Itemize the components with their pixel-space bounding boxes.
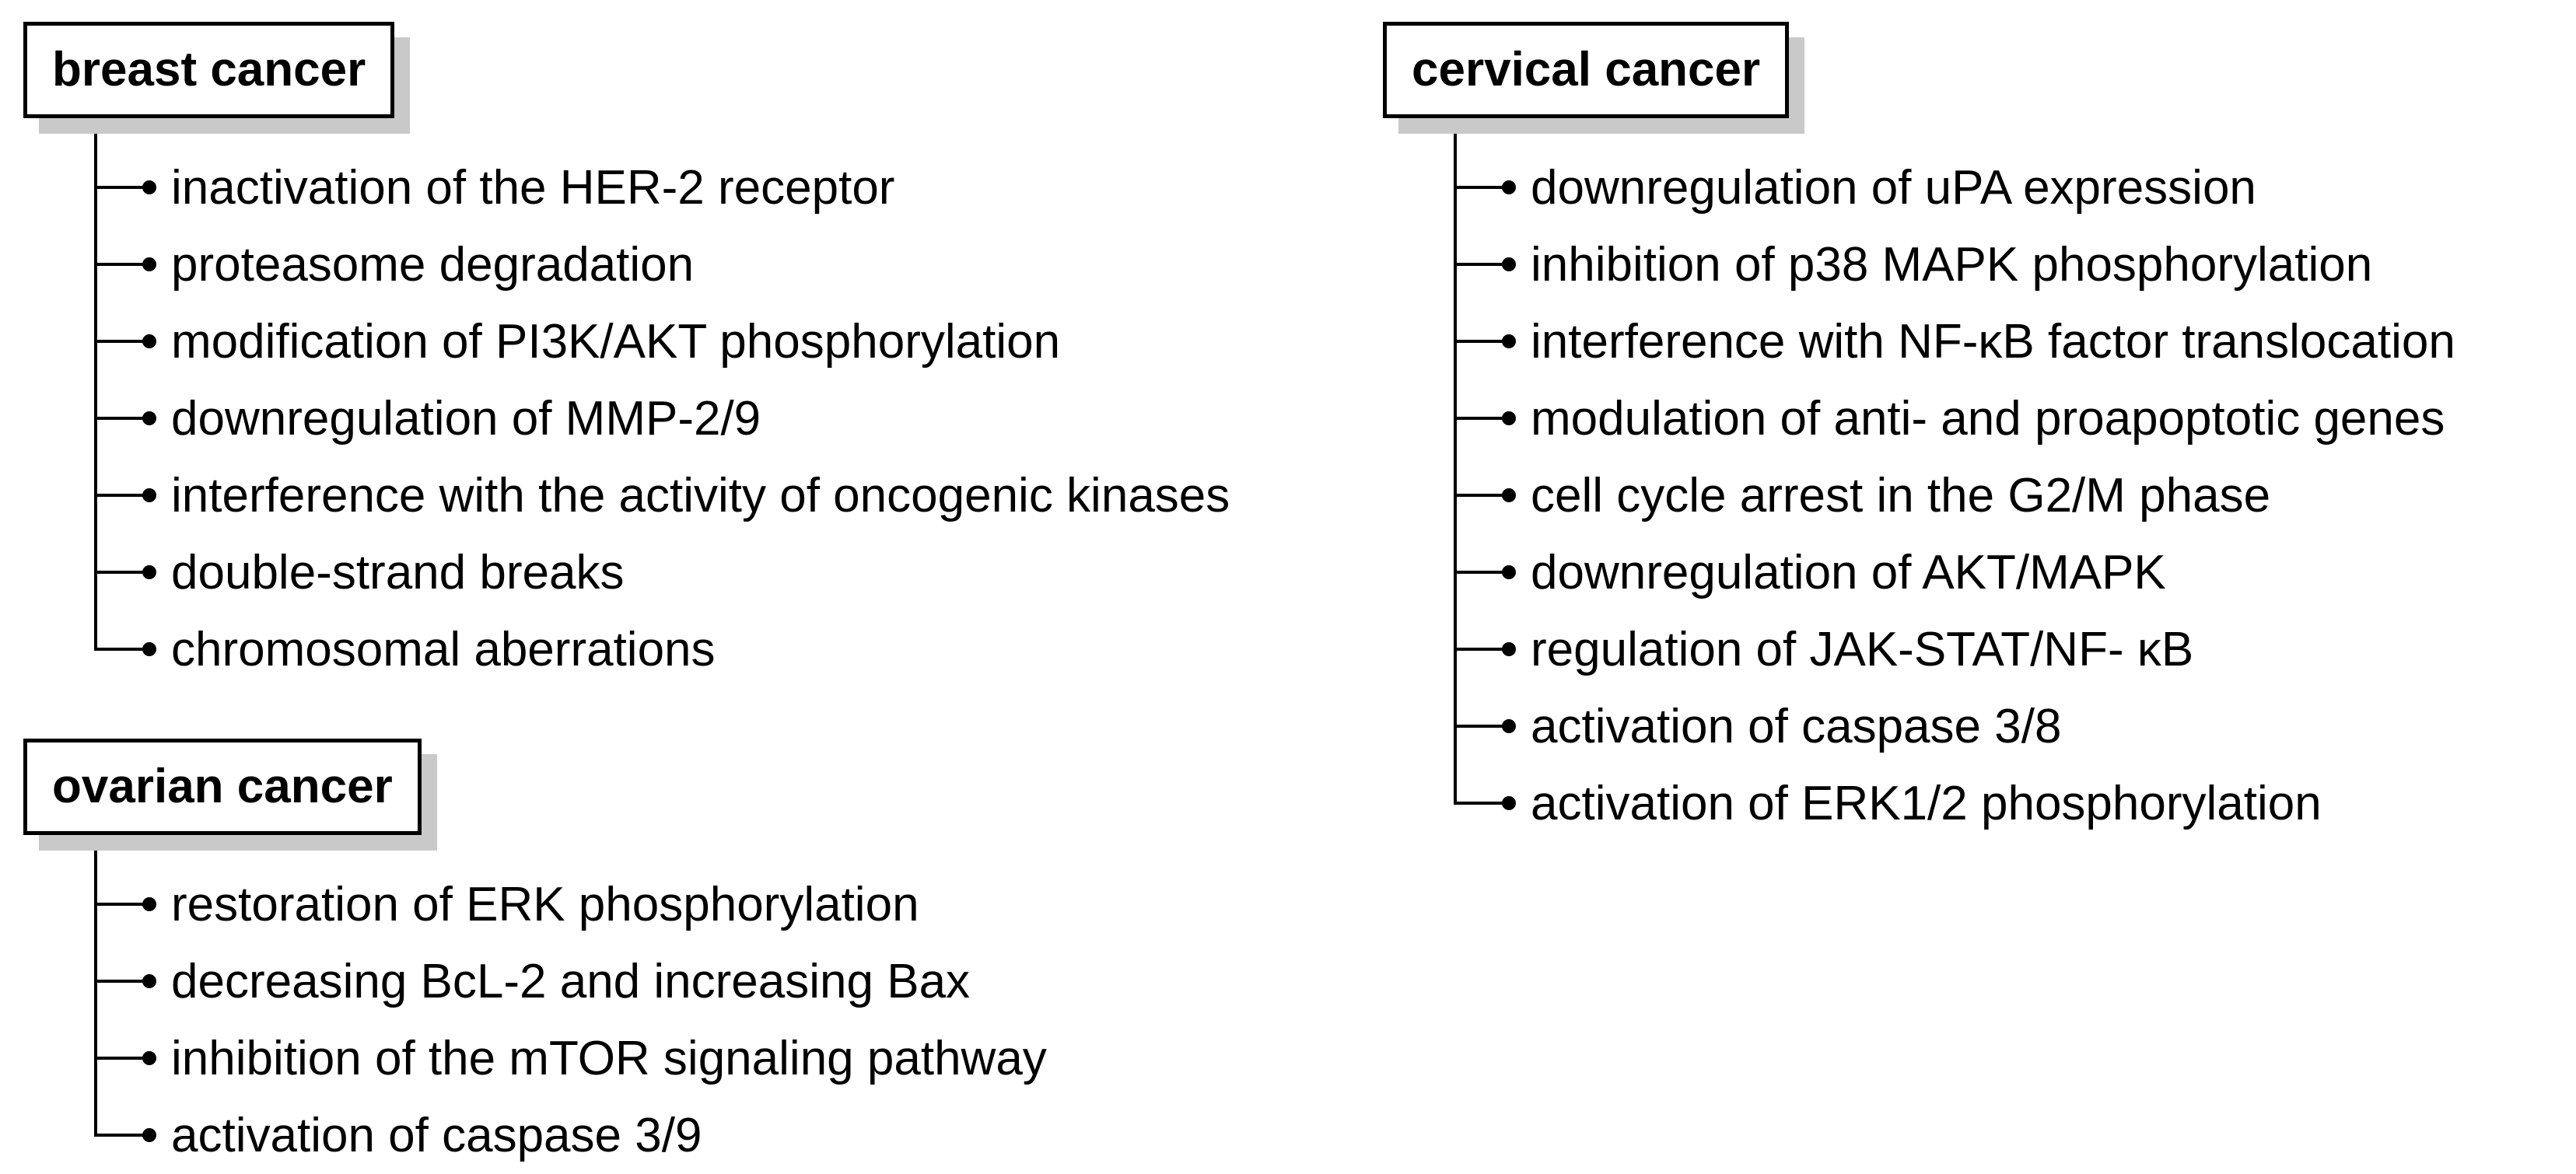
- item-label: interference with the activity of oncoge…: [171, 469, 1230, 522]
- breast-cancer-item: double-strand breaks: [94, 534, 1230, 611]
- bullet-dot-icon: [1502, 796, 1516, 810]
- ovarian-cancer-item-list: restoration of ERK phosphorylation decre…: [94, 835, 1047, 1174]
- ovarian-cancer-item: decreasing BcL-2 and increasing Bax: [94, 943, 1047, 1020]
- item-label: activation of caspase 3/9: [171, 1109, 702, 1162]
- cervical-cancer-item: interference with NF-κB factor transloca…: [1454, 303, 2455, 380]
- branch-connector: [1454, 725, 1507, 728]
- item-label: decreasing BcL-2 and increasing Bax: [171, 955, 971, 1008]
- cervical-cancer-header: cervical cancer: [1383, 22, 1790, 118]
- branch-connector: [1454, 340, 1507, 343]
- branch-connector: [94, 903, 147, 906]
- bullet-dot-icon: [142, 488, 156, 502]
- bullet-dot-icon: [142, 257, 156, 271]
- cervical-cancer-item: cell cycle arrest in the G2/M phase: [1454, 457, 2455, 534]
- cervical-cancer-item: regulation of JAK-STAT/NF- κB: [1454, 611, 2455, 688]
- bullet-dot-icon: [142, 411, 156, 425]
- bullet-dot-icon: [142, 565, 156, 579]
- branch-connector: [94, 1057, 147, 1060]
- item-label: modulation of anti- and proapoptotic gen…: [1531, 392, 2445, 445]
- item-label: activation of ERK1/2 phosphorylation: [1531, 777, 2322, 830]
- branch-connector: [1454, 648, 1507, 651]
- item-label: cell cycle arrest in the G2/M phase: [1531, 469, 2271, 522]
- branch-connector: [1454, 494, 1507, 497]
- cervical-cancer-item: downregulation of uPA expression: [1454, 149, 2455, 226]
- cervical-cancer-item: activation of caspase 3/8: [1454, 688, 2455, 765]
- group-ovarian-cancer: ovarian cancer restoration of ERK phosph…: [23, 739, 1047, 1174]
- bullet-dot-icon: [142, 974, 156, 988]
- item-label: modification of PI3K/AKT phosphorylation: [171, 315, 1061, 369]
- branch-connector: [1454, 571, 1507, 574]
- item-label: restoration of ERK phosphorylation: [171, 878, 919, 931]
- breast-cancer-header: breast cancer: [23, 22, 395, 118]
- bullet-dot-icon: [1502, 488, 1516, 502]
- ovarian-cancer-item: restoration of ERK phosphorylation: [94, 866, 1047, 943]
- group-cervical-cancer: cervical cancer downregulation of uPA ex…: [1383, 22, 2455, 842]
- branch-connector: [94, 648, 147, 651]
- ovarian-cancer-item: inhibition of the mTOR signaling pathway: [94, 1020, 1047, 1097]
- bullet-dot-icon: [142, 334, 156, 348]
- branch-connector: [94, 980, 147, 983]
- item-label: inactivation of the HER-2 receptor: [171, 161, 895, 215]
- ovarian-cancer-header: ovarian cancer: [23, 739, 422, 835]
- branch-connector: [94, 494, 147, 497]
- breast-cancer-item: proteasome degradation: [94, 226, 1230, 303]
- cervical-cancer-item: inhibition of p38 MAPK phosphorylation: [1454, 226, 2455, 303]
- branch-connector: [94, 571, 147, 574]
- breast-cancer-item: downregulation of MMP-2/9: [94, 380, 1230, 457]
- breast-cancer-item: modification of PI3K/AKT phosphorylation: [94, 303, 1230, 380]
- bullet-dot-icon: [1502, 719, 1516, 733]
- group-breast-cancer: breast cancer inactivation of the HER-2 …: [23, 22, 1230, 688]
- bullet-dot-icon: [1502, 257, 1516, 271]
- item-label: regulation of JAK-STAT/NF- κB: [1531, 623, 2194, 676]
- item-label: downregulation of AKT/MAPK: [1531, 546, 2166, 599]
- breast-cancer-item: interference with the activity of oncoge…: [94, 457, 1230, 534]
- cervical-cancer-item: modulation of anti- and proapoptotic gen…: [1454, 380, 2455, 457]
- bullet-dot-icon: [1502, 565, 1516, 579]
- breast-cancer-item: chromosomal aberrations: [94, 611, 1230, 688]
- item-label: downregulation of MMP-2/9: [171, 392, 761, 445]
- branch-connector: [1454, 263, 1507, 266]
- breast-cancer-item: inactivation of the HER-2 receptor: [94, 149, 1230, 226]
- branch-connector: [1454, 417, 1507, 420]
- branch-connector: [1454, 802, 1507, 805]
- cervical-cancer-item: downregulation of AKT/MAPK: [1454, 534, 2455, 611]
- branch-connector: [94, 340, 147, 343]
- ovarian-cancer-item: activation of caspase 3/9: [94, 1097, 1047, 1174]
- item-label: interference with NF-κB factor transloca…: [1531, 315, 2455, 369]
- item-label: downregulation of uPA expression: [1531, 161, 2256, 215]
- item-label: activation of caspase 3/8: [1531, 700, 2062, 753]
- bullet-dot-icon: [142, 1128, 156, 1142]
- bullet-dot-icon: [142, 897, 156, 911]
- bullet-dot-icon: [142, 180, 156, 194]
- branch-connector: [94, 1134, 147, 1137]
- item-label: proteasome degradation: [171, 238, 695, 292]
- bullet-dot-icon: [1502, 334, 1516, 348]
- item-label: inhibition of p38 MAPK phosphorylation: [1531, 238, 2373, 292]
- cervical-cancer-item: activation of ERK1/2 phosphorylation: [1454, 765, 2455, 842]
- branch-connector: [1454, 186, 1507, 189]
- item-label: double-strand breaks: [171, 546, 625, 599]
- breast-cancer-item-list: inactivation of the HER-2 receptor prote…: [94, 118, 1230, 688]
- branch-connector: [94, 417, 147, 420]
- branch-connector: [94, 186, 147, 189]
- cervical-cancer-item-list: downregulation of uPA expression inhibit…: [1454, 118, 2455, 842]
- bullet-dot-icon: [1502, 411, 1516, 425]
- bullet-dot-icon: [1502, 180, 1516, 194]
- bullet-dot-icon: [1502, 642, 1516, 656]
- item-label: inhibition of the mTOR signaling pathway: [171, 1032, 1047, 1085]
- bullet-dot-icon: [142, 1051, 156, 1065]
- bullet-dot-icon: [142, 642, 156, 656]
- item-label: chromosomal aberrations: [171, 623, 716, 676]
- branch-connector: [94, 263, 147, 266]
